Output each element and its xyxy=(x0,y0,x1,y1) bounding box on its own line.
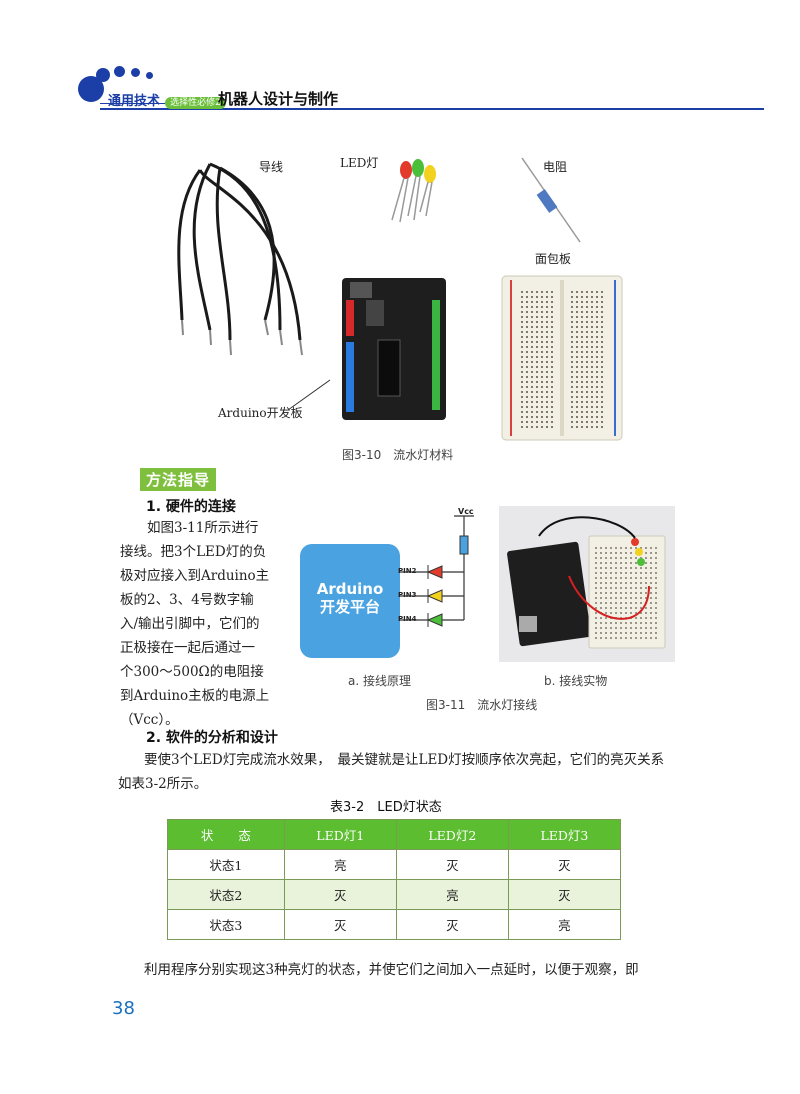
board-line-1: Arduino xyxy=(316,580,384,598)
table-header-cell: LED灯1 xyxy=(283,819,397,850)
table-header-row: 状 态 LED灯1 LED灯2 LED灯3 xyxy=(167,819,622,850)
table-caption: 表3-2 LED灯状态 xyxy=(330,800,442,815)
led-image xyxy=(391,159,436,223)
series-tag: 选择性必修2 xyxy=(165,97,226,109)
table-row: 状态2 灭 亮 灭 xyxy=(167,879,622,910)
figure-3-11-caption: 图3-11 流水灯接线 xyxy=(426,698,538,712)
header-rule-thin xyxy=(100,103,220,104)
para1-line: 如图3-11所示进行 xyxy=(147,520,259,536)
table-cell: 灭 xyxy=(395,909,509,940)
table-cell: 状态2 xyxy=(167,879,285,910)
para1-line: 正极接在一起后通过一 xyxy=(120,640,255,656)
subsection-2-title: 2. 软件的分析和设计 xyxy=(146,730,278,746)
wire-bundle-image xyxy=(177,162,302,341)
header-series: 通用技术 选择性必修2 xyxy=(108,90,226,109)
para1-line: 极对应接入到Arduino主 xyxy=(120,568,270,584)
wiring-schematic xyxy=(300,515,474,658)
figure-3-11a-caption: a. 接线原理 xyxy=(348,674,411,688)
table-cell: 状态1 xyxy=(167,849,285,880)
para1-line: （Vcc）。 xyxy=(120,712,179,728)
subsection-1-title: 1. 硬件的连接 xyxy=(146,499,236,515)
table-row: 状态3 灭 灭 亮 xyxy=(167,909,622,940)
series-name: 通用技术 xyxy=(108,94,161,109)
para1-line: 接线。把3个LED灯的负 xyxy=(120,544,267,560)
label-arduino: Arduino开发板 xyxy=(218,406,303,420)
para1-line: 板的2、3、4号数字输 xyxy=(120,592,254,608)
pin-label: PIN2 xyxy=(398,567,417,575)
table-cell: 灭 xyxy=(507,879,622,910)
label-resistor: 电阻 xyxy=(543,160,568,174)
table-cell: 灭 xyxy=(283,879,397,910)
resistor-symbol xyxy=(459,535,469,555)
table-cell: 亮 xyxy=(395,879,509,910)
resistor-image xyxy=(521,157,581,243)
para1-line: 到Arduino主板的电源上 xyxy=(120,688,270,704)
label-wire: 导线 xyxy=(259,160,284,174)
table-cell: 亮 xyxy=(507,909,622,940)
label-led: LED灯 xyxy=(340,156,379,170)
wiring-photo xyxy=(499,506,675,662)
led-symbol-green xyxy=(426,613,443,627)
table-cell: 灭 xyxy=(507,849,622,880)
table-row: 状态1 亮 灭 灭 xyxy=(167,849,622,880)
led-symbol-red xyxy=(426,565,443,579)
table-header-cell: LED灯2 xyxy=(395,819,509,850)
para1-line: 入/输出引脚中，它们的 xyxy=(120,616,260,632)
figure-3-11b-caption: b. 接线实物 xyxy=(544,674,608,688)
page-number: 38 xyxy=(112,998,135,1019)
table-cell: 灭 xyxy=(283,909,397,940)
para2-line: 要使3个LED灯完成流水效果， 最关键就是让LED灯按顺序依次亮起，它们的亮灭关… xyxy=(144,752,665,768)
arduino-board-image xyxy=(342,278,446,420)
label-breadboard: 面包板 xyxy=(535,252,572,266)
figure-3-10-illustration xyxy=(177,157,623,441)
para2-line: 如表3-2所示。 xyxy=(118,776,208,792)
paragraph-software: 要使3个LED灯完成流水效果， 最关键就是让LED灯按顺序依次亮起，它们的亮灭关… xyxy=(118,748,688,796)
figure-3-10-caption: 图3-10 流水灯材料 xyxy=(342,448,454,462)
vcc-label: Vcc xyxy=(458,507,474,516)
para1-line: 个300～500Ω的电阻接 xyxy=(120,664,264,680)
table-header-cell: LED灯3 xyxy=(507,819,622,850)
arduino-platform-box xyxy=(300,544,400,658)
section-label: 方法指导 xyxy=(140,468,217,491)
table-cell: 亮 xyxy=(283,849,397,880)
table-header-cell: 状 态 xyxy=(167,819,285,850)
board-line-2: 开发平台 xyxy=(319,598,380,616)
led-state-table: 状 态 LED灯1 LED灯2 LED灯3 状态1 亮 灭 灭 状态2 灭 亮 … xyxy=(167,819,622,940)
pin-label: PIN3 xyxy=(398,591,417,599)
book-title: 机器人设计与制作 xyxy=(218,90,339,108)
pin-label: PIN4 xyxy=(398,615,417,623)
breadboard-image xyxy=(501,275,623,441)
arduino-platform-label: Arduino 开发平台 xyxy=(300,580,400,616)
table-cell: 灭 xyxy=(395,849,509,880)
table-cell: 状态3 xyxy=(167,909,285,940)
led-symbol-yellow xyxy=(426,589,443,603)
header-rule xyxy=(100,108,764,110)
paragraph-program: 利用程序分别实现这3种亮灯的状态，并使它们之间加入一点延时，以便于观察，即 xyxy=(144,962,639,978)
paragraph-hardware: 如图3-11所示进行 接线。把3个LED灯的负 极对应接入到Arduino主 板… xyxy=(120,516,285,732)
